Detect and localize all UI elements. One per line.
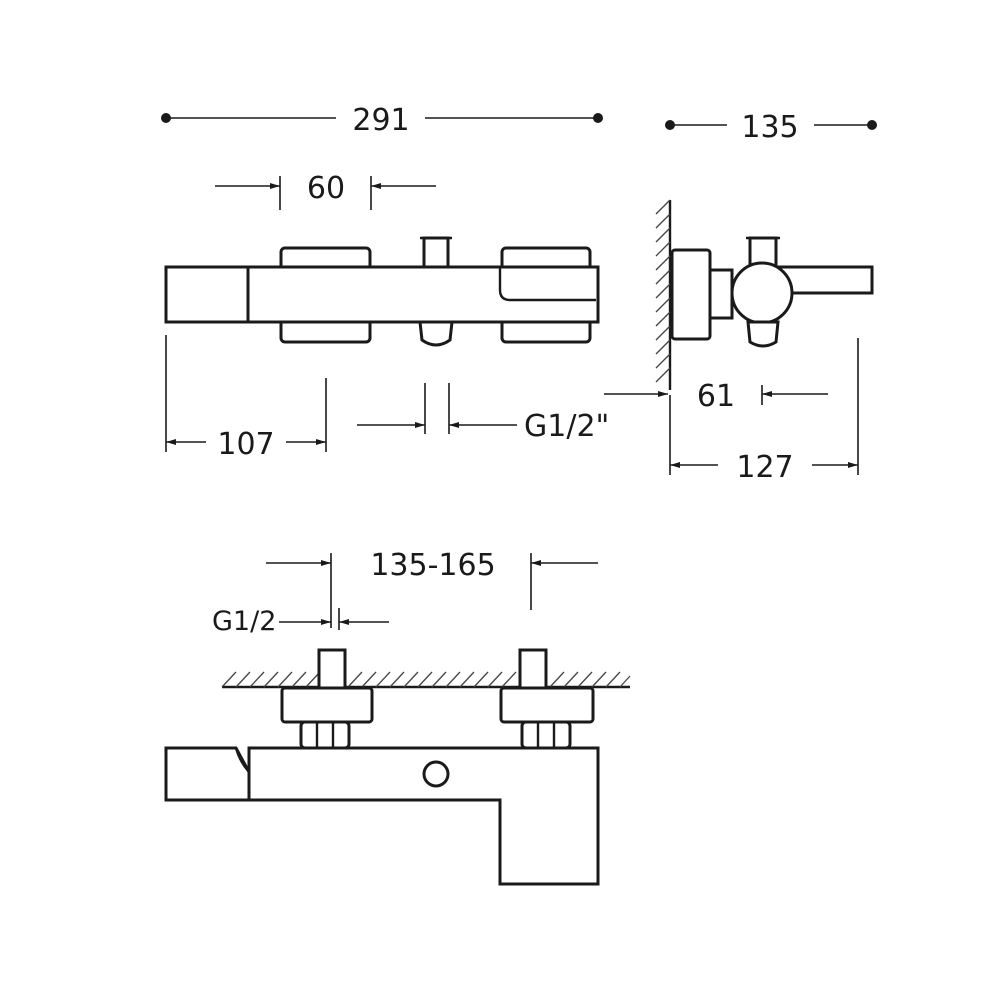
- dim-wall-to-spout-tip-label: 127: [736, 450, 793, 485]
- left-nut: [299, 720, 351, 750]
- side-view: 135: [604, 110, 877, 485]
- left-escutcheon: [280, 686, 374, 724]
- wall-side: [655, 199, 672, 390]
- dim-spout-length: 107: [165, 335, 327, 462]
- side-body-circle: [730, 261, 794, 325]
- dim-overall-length: 291: [161, 103, 603, 138]
- top-diverter: [422, 760, 450, 788]
- front-view: 291 60 107: [161, 103, 609, 462]
- dim-wall-to-axis-label: 61: [697, 379, 735, 414]
- dim-inlet-thread-front: G1/2": [357, 383, 609, 444]
- side-outlet: [746, 320, 780, 348]
- dim-inlet-thread-bottom: G1/2: [212, 606, 389, 637]
- top-mixer-body: [247, 746, 600, 886]
- dim-handle-width-label: 60: [307, 171, 345, 206]
- left-inlet-stub: [317, 648, 347, 690]
- dim-inlet-thread-bottom-label: G1/2: [212, 606, 276, 637]
- right-escutcheon: [499, 686, 595, 724]
- spout: [164, 265, 250, 324]
- side-spout: [776, 265, 874, 295]
- dim-depth-label: 135: [741, 110, 798, 145]
- diverter-knob: [422, 236, 450, 269]
- dim-wall-to-axis: 61: [604, 379, 828, 414]
- wall-top: [221, 671, 631, 689]
- dim-depth: 135: [665, 110, 877, 145]
- dim-inlet-centres: 135-165: [266, 548, 598, 628]
- dim-wall-to-spout-tip: 127: [670, 450, 858, 485]
- dim-inlet-centres-label: 135-165: [370, 548, 495, 583]
- mixer-body: [246, 265, 600, 324]
- dim-overall-length-label: 291: [352, 103, 409, 138]
- wall-flange: [670, 248, 712, 341]
- outlet-connector: [418, 320, 454, 347]
- dim-handle-width: 60: [215, 171, 436, 210]
- dim-spout-length-label: 107: [217, 427, 274, 462]
- dim-inlet-thread-front-label: G1/2": [524, 409, 609, 444]
- right-handle-detail: [498, 267, 596, 302]
- top-view: 135-165 G1/2: [164, 548, 631, 886]
- right-inlet-stub: [518, 648, 548, 690]
- connector-neck: [708, 268, 734, 320]
- top-spout: [164, 746, 251, 802]
- right-nut: [520, 720, 572, 750]
